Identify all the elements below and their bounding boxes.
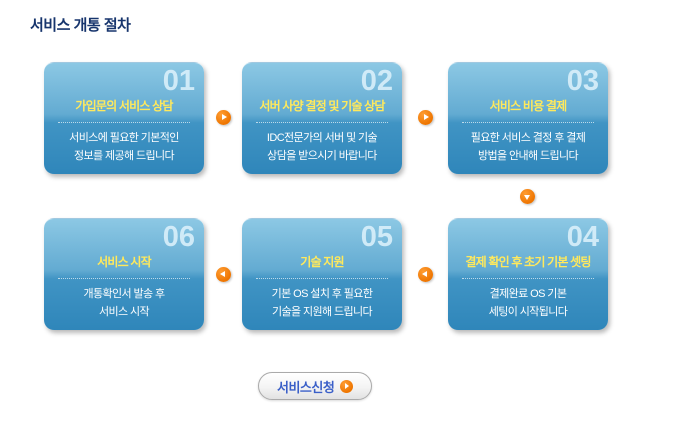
- step-number: 04: [566, 221, 599, 253]
- step-card-02: 02 서버 사양 결정 및 기술 상담 IDC전문가의 서버 및 기술 상담을 …: [242, 62, 402, 174]
- service-apply-button[interactable]: 서비스신청: [258, 372, 373, 400]
- divider: [462, 122, 594, 123]
- arrow-right-icon: [418, 110, 433, 125]
- step-description-line: 서비스에 필요한 기본적인: [69, 132, 179, 144]
- step-number: 05: [360, 221, 393, 253]
- arrow-down-icon: [520, 189, 535, 204]
- step-description-line: 필요한 서비스 결정 후 결제: [470, 132, 586, 144]
- step-title: 결제 확인 후 초기 기본 셋팅: [465, 255, 591, 269]
- step-number: 02: [360, 65, 393, 97]
- step-description-line: 기술을 지원해 드립니다: [271, 306, 373, 318]
- step-description-line: 상담을 받으시기 바랍니다: [267, 150, 377, 162]
- page-title: 서비스 개통 절차: [30, 17, 131, 34]
- step-card-03: 03 서비스 비용 결제 필요한 서비스 결정 후 결제 방법을 안내해 드립니…: [448, 62, 608, 174]
- step-description: 결제완료 OS 기본 세팅이 시작됩니다: [448, 285, 608, 321]
- step-title: 기술 지원: [300, 255, 344, 269]
- step-description-line: 결제완료 OS 기본: [489, 288, 567, 300]
- divider: [58, 122, 190, 123]
- step-title: 서비스 시작: [97, 255, 152, 269]
- step-card-01: 01 가입문의 서비스 상담 서비스에 필요한 기본적인 정보를 제공해 드립니…: [44, 62, 204, 174]
- step-description-line: 정보를 제공해 드립니다: [73, 150, 175, 162]
- step-description-line: 기본 OS 설치 후 필요한: [271, 288, 373, 300]
- divider: [256, 122, 388, 123]
- step-description-line: IDC전문가의 서버 및 기술: [266, 132, 378, 144]
- step-description-line: 방법을 안내해 드립니다: [477, 150, 579, 162]
- arrow-right-icon: [216, 110, 231, 125]
- step-description: 서비스에 필요한 기본적인 정보를 제공해 드립니다: [44, 129, 204, 165]
- step-description: 기본 OS 설치 후 필요한 기술을 지원해 드립니다: [242, 285, 402, 321]
- step-description: 개통확인서 발송 후 서비스 시작: [44, 285, 204, 321]
- step-description-line: 서비스 시작: [98, 306, 150, 318]
- arrow-right-icon: [340, 379, 354, 393]
- step-card-05: 05 기술 지원 기본 OS 설치 후 필요한 기술을 지원해 드립니다: [242, 218, 402, 330]
- step-description: IDC전문가의 서버 및 기술 상담을 받으시기 바랍니다: [242, 129, 402, 165]
- step-description-line: 개통확인서 발송 후: [83, 288, 165, 300]
- arrow-left-icon: [418, 267, 433, 282]
- step-number: 01: [162, 65, 195, 97]
- step-number: 03: [566, 65, 599, 97]
- step-title: 서비스 비용 결제: [489, 99, 568, 113]
- step-description-line: 세팅이 시작됩니다: [488, 306, 568, 318]
- step-description: 필요한 서비스 결정 후 결제 방법을 안내해 드립니다: [448, 129, 608, 165]
- divider: [256, 278, 388, 279]
- divider: [462, 278, 594, 279]
- step-card-04: 04 결제 확인 후 초기 기본 셋팅 결제완료 OS 기본 세팅이 시작됩니다: [448, 218, 608, 330]
- arrow-left-icon: [216, 267, 231, 282]
- divider: [58, 278, 190, 279]
- step-title: 가입문의 서비스 상담: [75, 99, 173, 113]
- service-apply-button-label: 서비스신청: [277, 379, 335, 395]
- step-number: 06: [162, 221, 195, 253]
- step-card-06: 06 서비스 시작 개통확인서 발송 후 서비스 시작: [44, 218, 204, 330]
- step-title: 서버 사양 결정 및 기술 상담: [259, 99, 385, 113]
